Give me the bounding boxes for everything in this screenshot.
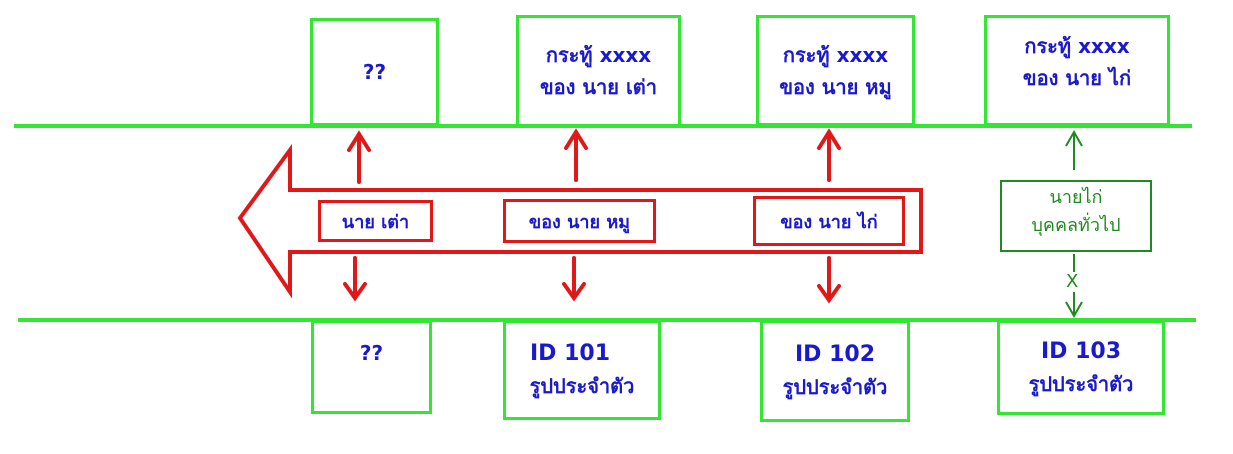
- down-arrow-3: [817, 256, 841, 304]
- top-box-4-line1: กระทู้ xxxx: [1024, 34, 1130, 58]
- top-box-2-line2: ของ นาย เต่า: [539, 75, 658, 99]
- up-arrow-3: [817, 128, 841, 182]
- arrow-label-tao-text: นาย เต่า: [341, 211, 410, 233]
- side-note-line2: บุคคลทั่วไป: [1031, 215, 1121, 236]
- top-box-3: กระทู้ xxxx ของ นาย หมู: [756, 15, 915, 126]
- down-arrow-1: [343, 256, 367, 302]
- bottom-box-2-line1: ID 101: [529, 341, 611, 366]
- big-arrow: [237, 143, 923, 299]
- top-box-3-line1: กระทู้ xxxx: [782, 42, 889, 67]
- top-box-1: ??: [310, 18, 439, 126]
- top-box-2: กระทู้ xxxx ของ นาย เต่า: [516, 15, 681, 127]
- side-note-line1: นายไก่: [1049, 187, 1103, 208]
- bottom-box-2: ID 101 รูปประจำตัว: [503, 320, 661, 420]
- top-box-2-line1: กระทู้ xxxx: [545, 43, 652, 67]
- down-arrows: [343, 256, 841, 304]
- down-arrow-2: [562, 256, 586, 302]
- arrow-label-tao: นาย เต่า: [318, 200, 433, 242]
- up-arrows: [347, 128, 841, 184]
- bottom-box-1-line1: ??: [359, 341, 384, 365]
- top-box-4-line2: ของ นาย ไก่: [1022, 66, 1132, 90]
- bottom-box-3-line1: ID 102: [794, 342, 876, 367]
- bottom-box-4: ID 103 รูปประจำตัว: [997, 320, 1165, 415]
- arrow-label-kai-text: ของ นาย ไก่: [780, 211, 878, 233]
- bottom-box-3: ID 102 รูปประจำตัว: [760, 320, 910, 422]
- side-note-box: นายไก่ บุคคลทั่วไป: [1000, 180, 1152, 252]
- arrow-label-moo-text: ของ นาย หมู: [528, 211, 631, 233]
- up-arrow-2: [564, 128, 588, 182]
- up-arrow-1: [347, 130, 371, 184]
- bottom-box-1: ??: [311, 320, 432, 414]
- note-up-arrow: [1065, 129, 1083, 170]
- top-box-4: กระทู้ xxxx ของ นาย ไก่: [984, 15, 1170, 126]
- bottom-box-2-line2: รูปประจำตัว: [529, 374, 635, 398]
- top-box-3-line2: ของ นาย หมู: [779, 74, 892, 99]
- bottom-box-4-line2: รูปประจำตัว: [1028, 371, 1134, 396]
- bottom-box-3-line2: รูปประจำตัว: [782, 375, 888, 399]
- bottom-box-4-line1: ID 103: [1040, 338, 1122, 364]
- top-box-1-line1: ??: [362, 60, 387, 84]
- arrow-label-moo: ของ นาย หมู: [503, 199, 656, 243]
- arrow-label-kai: ของ นาย ไก่: [753, 196, 905, 246]
- side-note-cross: X: [1066, 271, 1079, 292]
